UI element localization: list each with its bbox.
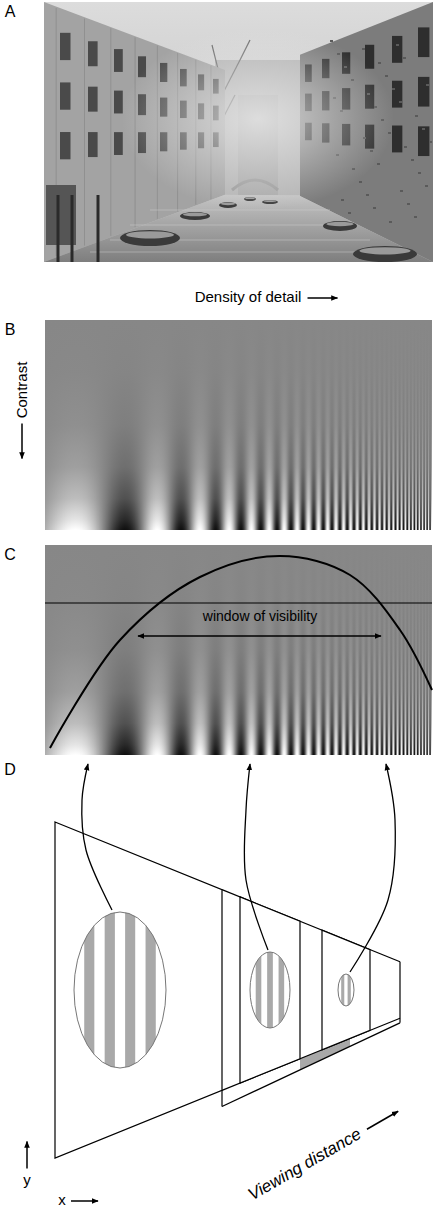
photo — [44, 2, 433, 262]
sensitivity-curve — [50, 556, 432, 748]
screen — [55, 822, 222, 1158]
grating-disk — [74, 912, 166, 1068]
contrast-grating — [45, 320, 432, 530]
pointer-arrow — [350, 764, 395, 972]
stripe — [105, 912, 116, 1068]
disk-outline — [74, 912, 166, 1068]
panel-letter: B — [5, 321, 16, 339]
stripe — [256, 952, 262, 1028]
grating-disk — [250, 952, 290, 1028]
stripe — [94, 912, 105, 1068]
direction-arrow — [71, 1200, 98, 1202]
back-edge — [399, 962, 400, 1023]
direction-arrow — [367, 1111, 398, 1129]
axis-label: Viewing distance — [245, 1125, 365, 1205]
panel-letter: C — [4, 546, 16, 564]
stripe — [267, 952, 273, 1028]
threshold-line — [45, 602, 432, 603]
stripe — [115, 912, 126, 1068]
panel-letter: D — [4, 761, 16, 779]
stripe — [74, 912, 85, 1068]
direction-arrows — [22, 298, 398, 1201]
contrast-fade — [45, 545, 432, 755]
window-label: window of visibility — [203, 609, 317, 624]
stripe — [273, 952, 279, 1028]
contrast-grating — [45, 545, 432, 755]
stripe — [261, 952, 267, 1028]
stripe — [84, 912, 95, 1068]
pointer-arrow — [244, 764, 268, 950]
window-arrow — [138, 635, 381, 637]
stripe — [156, 912, 167, 1068]
stripe — [135, 912, 146, 1068]
stripe — [348, 974, 352, 1006]
disk-outline — [338, 974, 354, 1006]
sky — [44, 2, 433, 262]
direction-arrow — [26, 1142, 28, 1169]
disk-outline — [250, 952, 290, 1028]
stripe — [250, 952, 256, 1028]
pointer-arrow — [82, 764, 112, 910]
stripe — [344, 974, 348, 1006]
floor-edge — [221, 1090, 222, 1106]
stripe — [341, 974, 345, 1006]
screen — [240, 897, 300, 1083]
fog — [44, 2, 433, 262]
contrast-fade — [45, 320, 432, 530]
stripe — [146, 912, 157, 1068]
screen — [322, 930, 370, 1050]
axis-label: y — [23, 1172, 31, 1189]
panel-letter: A — [5, 3, 16, 21]
axis-label: Density of detail — [195, 289, 302, 306]
stripe — [284, 952, 290, 1028]
grating-disk — [338, 974, 354, 1006]
stripe — [279, 952, 285, 1028]
direction-arrow — [21, 424, 23, 459]
axis-label: Contrast — [14, 362, 31, 419]
axis-label: x — [58, 1192, 66, 1209]
viewing-box — [55, 822, 400, 1158]
stripe — [125, 912, 136, 1068]
direction-arrow — [308, 297, 338, 299]
